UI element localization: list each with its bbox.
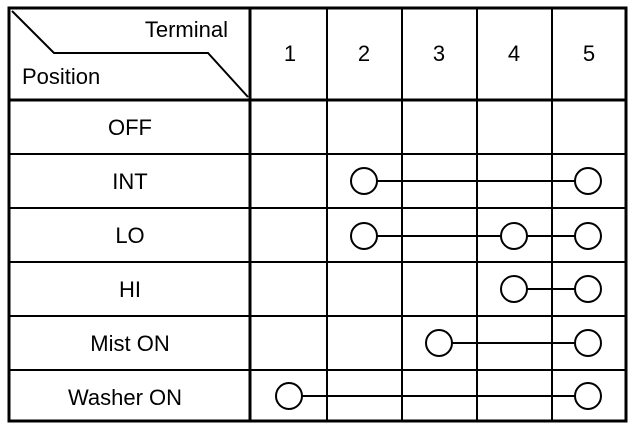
terminal-header: 1 <box>284 41 296 66</box>
continuity-node <box>574 275 602 303</box>
continuity-node <box>500 222 528 250</box>
column-header-label: Terminal <box>145 17 228 42</box>
continuity-node <box>350 167 378 195</box>
continuity-node <box>350 222 378 250</box>
continuity-node <box>500 275 528 303</box>
continuity-connections <box>275 167 602 410</box>
position-label: Mist ON <box>90 331 169 356</box>
continuity-node <box>574 167 602 195</box>
position-column: OFF INT LO HI Mist ON Washer ON <box>68 115 182 410</box>
table-grid <box>7 6 628 423</box>
row-header-label: Position <box>22 64 100 89</box>
corner-diagonal-divider <box>11 10 249 98</box>
continuity-node <box>574 222 602 250</box>
terminal-header-row: 1 2 3 4 5 <box>284 41 595 66</box>
continuity-node <box>425 329 453 357</box>
position-label: LO <box>115 223 144 248</box>
position-label: INT <box>112 169 147 194</box>
terminal-header: 5 <box>583 41 595 66</box>
position-label: OFF <box>108 115 152 140</box>
terminal-header: 2 <box>358 41 370 66</box>
continuity-node <box>574 329 602 357</box>
corner-header: Terminal Position <box>11 10 249 98</box>
continuity-node <box>574 382 602 410</box>
position-label: Washer ON <box>68 385 182 410</box>
position-label: HI <box>119 277 141 302</box>
continuity-node <box>275 382 303 410</box>
terminal-header: 3 <box>433 41 445 66</box>
terminal-header: 4 <box>508 41 520 66</box>
